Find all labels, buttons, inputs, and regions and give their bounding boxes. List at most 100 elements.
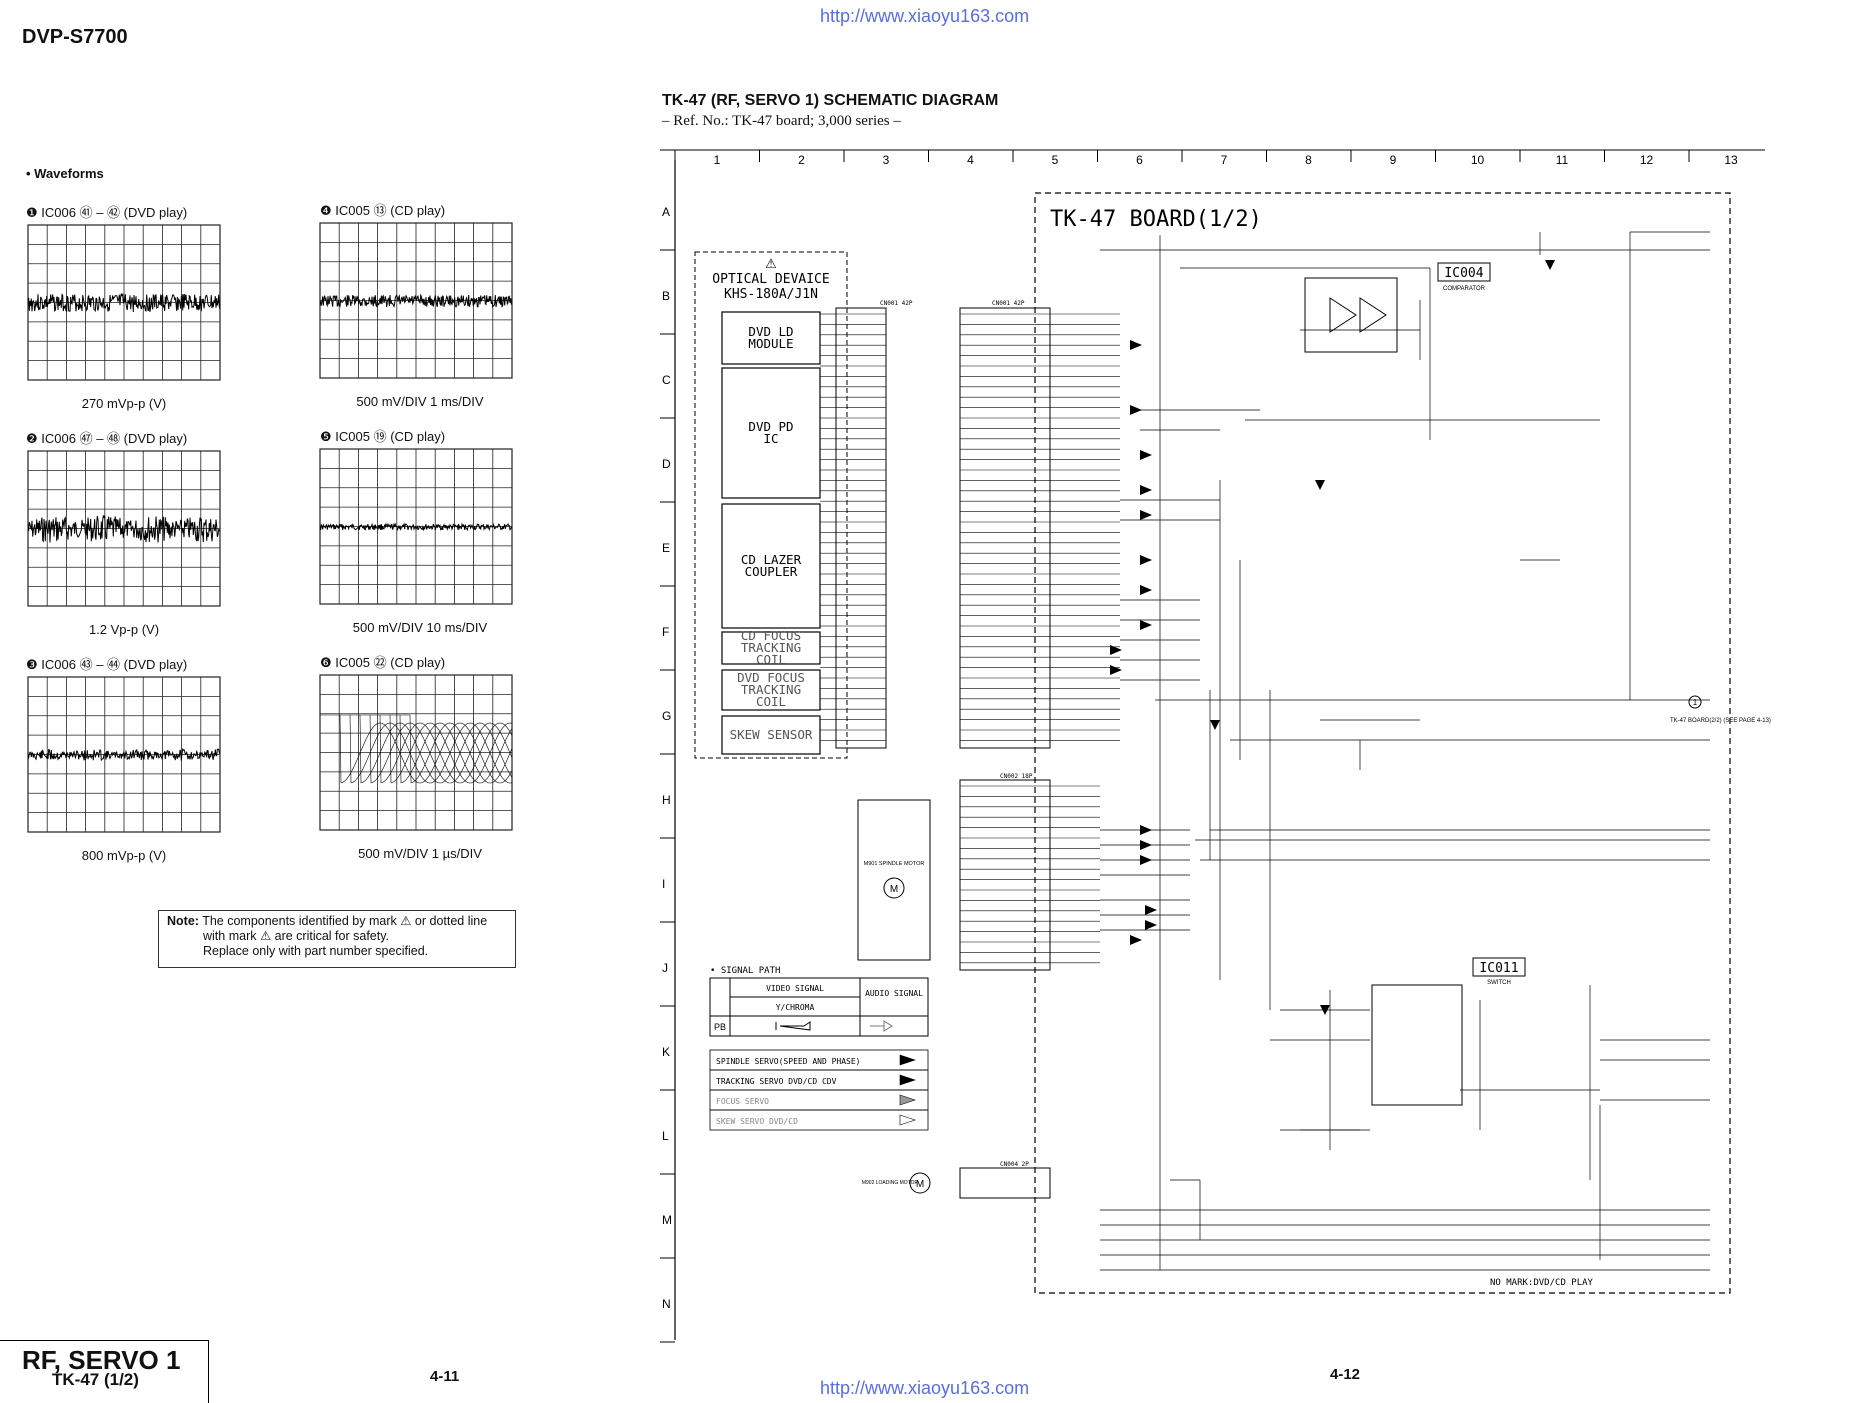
- safety-note: Note: The components identified by mark …: [158, 910, 516, 968]
- signal-arrow-icon: [1140, 510, 1152, 520]
- signal-arrow-icon: [1140, 485, 1152, 495]
- row-label-E: E: [662, 541, 670, 555]
- waveform-5-trace: [319, 522, 513, 532]
- board-title: TK-47 BOARD(1/2): [1050, 207, 1262, 232]
- waveform-1-label: ❶ IC006 ㊶ – ㊷ (DVD play): [26, 205, 188, 220]
- cn001-left-strip: [835, 307, 887, 749]
- signal-arrow-icon: [1140, 620, 1152, 630]
- cn002-label: CN002 18P: [1000, 773, 1033, 780]
- legend-label-3: FOCUS SERVO: [716, 1097, 769, 1106]
- signal-legend: SPINDLE SERVO(SPEED AND PHASE)TRACKING S…: [709, 1049, 929, 1131]
- optical-block-1: [721, 311, 821, 365]
- legend-label-1: SPINDLE SERVO(SPEED AND PHASE): [716, 1057, 861, 1066]
- column-label-13: 13: [1724, 153, 1738, 167]
- optical-device-box: [694, 251, 848, 759]
- ic004-sublabel: COMPARATOR: [1443, 286, 1486, 292]
- svg-text:DVD PD: DVD PD: [748, 419, 793, 434]
- svg-text:DVD FOCUS: DVD FOCUS: [737, 670, 805, 685]
- svg-text:CD FOCUS: CD FOCUS: [741, 628, 801, 643]
- audio-arrow-icon: [870, 1020, 893, 1032]
- down-arrow-icon: [1545, 260, 1555, 270]
- optical-block-2: [721, 367, 821, 499]
- cn002-pin-lines: [960, 785, 1100, 964]
- svg-text:DVD LD: DVD LD: [748, 324, 793, 339]
- waveform-3-label: ❸ IC006 ㊸ – ㊹ (DVD play): [26, 657, 188, 672]
- column-label-3: 3: [883, 153, 890, 167]
- ic004-label: IC004: [1444, 266, 1483, 281]
- row-label-M: M: [662, 1213, 672, 1227]
- ic004-opamp-b: [1359, 297, 1387, 333]
- waveform-4-label: ❹ IC005 ⑬ (CD play): [320, 203, 446, 218]
- column-label-9: 9: [1390, 153, 1397, 167]
- column-label-5: 5: [1052, 153, 1059, 167]
- waveform-1-caption: 270 mVp-p (V): [81, 396, 167, 411]
- signal-path-title: • SIGNAL PATH: [710, 966, 780, 976]
- optical-block-3: [721, 503, 821, 629]
- row-label-N: N: [662, 1297, 671, 1311]
- ic004-box: [1304, 277, 1398, 353]
- waveform-4-caption: 500 mV/DIV 1 ms/DIV: [356, 394, 484, 409]
- cn002-strip: [959, 779, 1051, 971]
- column-label-8: 8: [1305, 153, 1312, 167]
- column-label-1: 1: [714, 153, 721, 167]
- signal-arrow-icon: [1110, 665, 1122, 675]
- row-label-L: L: [662, 1129, 669, 1143]
- row-label-B: B: [662, 289, 670, 303]
- row-label-G: G: [662, 709, 671, 723]
- waveform-6-trace: [320, 714, 513, 784]
- signal-arrow-icon: [1110, 645, 1122, 655]
- optical-device-model: KHS-180A/J1N: [724, 287, 818, 302]
- loading-motor-label: M902 LOADING MOTOR: [862, 1180, 919, 1186]
- spindle-motor-box: [857, 799, 931, 961]
- signal-arrow-icon: [1140, 585, 1152, 595]
- signal-arrow-icon: [1130, 405, 1142, 415]
- bottom-url[interactable]: http://www.xiaoyu163.com: [820, 1378, 1030, 1398]
- schematic-title: TK-47 (RF, SERVO 1) SCHEMATIC DIAGRAM: [662, 92, 999, 109]
- signal-arrow-icon: [1130, 340, 1142, 350]
- optical-block-6: [721, 715, 821, 755]
- signal-arrows: [1110, 260, 1555, 1015]
- row-label-D: D: [662, 457, 671, 471]
- down-arrow-icon: [1315, 480, 1325, 490]
- page-number-left: 4-11: [430, 1368, 460, 1385]
- spindle-motor-label: M901 SPINDLE MOTOR: [864, 861, 925, 867]
- cn001-pin-lines: [820, 313, 1120, 741]
- video-signal-label: VIDEO SIGNAL: [766, 984, 824, 993]
- row-label-I: I: [662, 877, 665, 891]
- legend-row-4: [709, 1109, 929, 1131]
- ic011-tag: [1472, 957, 1526, 977]
- waveform-grids: [27, 222, 513, 833]
- column-label-10: 10: [1471, 153, 1485, 167]
- schematic-subtitle: – Ref. No.: TK-47 board; 3,000 series –: [662, 113, 901, 129]
- legend-arrow-icon: [899, 1074, 916, 1086]
- spindle-motor-icon: [883, 877, 905, 899]
- cn001-right-strip: [959, 307, 1051, 749]
- video-arrow-icon: [775, 1021, 811, 1031]
- top-url[interactable]: http://www.xiaoyu163.com: [820, 6, 1030, 26]
- ref-note: TK-47 BOARD(2/2) (SEE PAGE 4-13): [1670, 718, 1771, 724]
- page-number-right: 4-12: [1330, 1366, 1361, 1383]
- row-label-J: J: [662, 961, 668, 975]
- no-mark-note: NO MARK:DVD/CD PLAY: [1490, 1278, 1594, 1288]
- svg-text:MODULE: MODULE: [748, 336, 793, 351]
- signal-arrow-icon: [1140, 840, 1152, 850]
- svg-text:SKEW SENSOR: SKEW SENSOR: [730, 727, 813, 742]
- waveform-5-caption: 500 mV/DIV 10 ms/DIV: [352, 620, 488, 635]
- signal-arrow-icon: [1130, 935, 1142, 945]
- optical-block-4: [721, 631, 821, 665]
- legend-arrow-icon: [899, 1094, 916, 1106]
- model-name: DVP-S7700: [22, 26, 128, 48]
- waveform-6-caption: 500 mV/DIV 1 µs/DIV: [358, 846, 482, 861]
- row-label-F: F: [662, 625, 669, 639]
- signal-path-table: [709, 977, 929, 1037]
- ic004-opamp-a: [1329, 297, 1357, 333]
- down-arrow-icon: [1320, 1005, 1330, 1015]
- cn004-strip: [959, 1167, 1051, 1199]
- svg-text:IC: IC: [763, 431, 778, 446]
- footer-box: [0, 1340, 209, 1403]
- column-label-4: 4: [967, 153, 974, 167]
- cn001-left-label: CN001 42P: [880, 300, 913, 307]
